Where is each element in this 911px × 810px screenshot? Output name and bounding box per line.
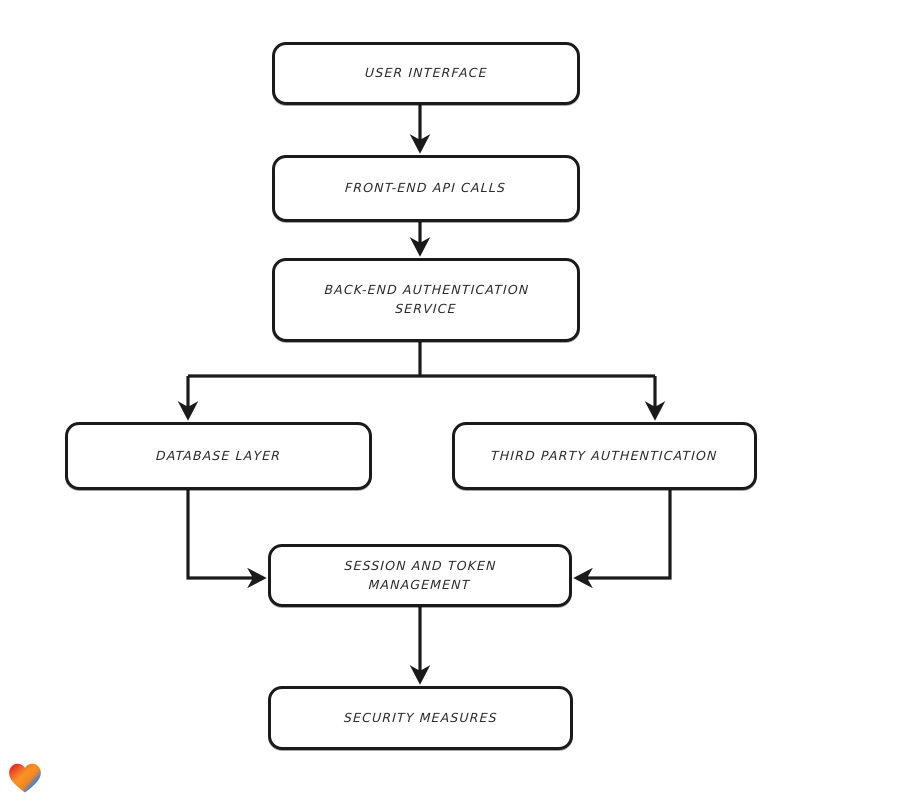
node-label-user-interface: User Interface <box>364 65 488 81</box>
node-user-interface[interactable]: User Interface <box>272 42 580 105</box>
node-session-token-management[interactable]: Session and Token Management <box>268 544 572 607</box>
connector-database-to-session <box>186 490 267 589</box>
node-label-session-token-management: Session and Token Management <box>344 557 497 592</box>
node-label-third-party-auth: Third Party Authentication <box>490 447 719 463</box>
heart-icon <box>9 763 41 793</box>
node-backend-auth-service[interactable]: Back-End Authentication Service <box>272 258 580 342</box>
node-label-frontend-api-calls: Front-End API Calls <box>345 180 507 196</box>
node-label-security-measures: Security Measures <box>343 709 498 725</box>
node-frontend-api-calls[interactable]: Front-End API Calls <box>272 155 580 222</box>
connector-third-party-to-session <box>573 490 672 589</box>
node-third-party-auth[interactable]: Third Party Authentication <box>452 422 757 490</box>
node-label-database-layer: Database Layer <box>155 447 282 463</box>
node-label-backend-auth-service: Back-End Authentication Service <box>323 282 530 316</box>
node-security-measures[interactable]: Security Measures <box>268 686 573 750</box>
node-database-layer[interactable]: Database Layer <box>65 422 372 490</box>
